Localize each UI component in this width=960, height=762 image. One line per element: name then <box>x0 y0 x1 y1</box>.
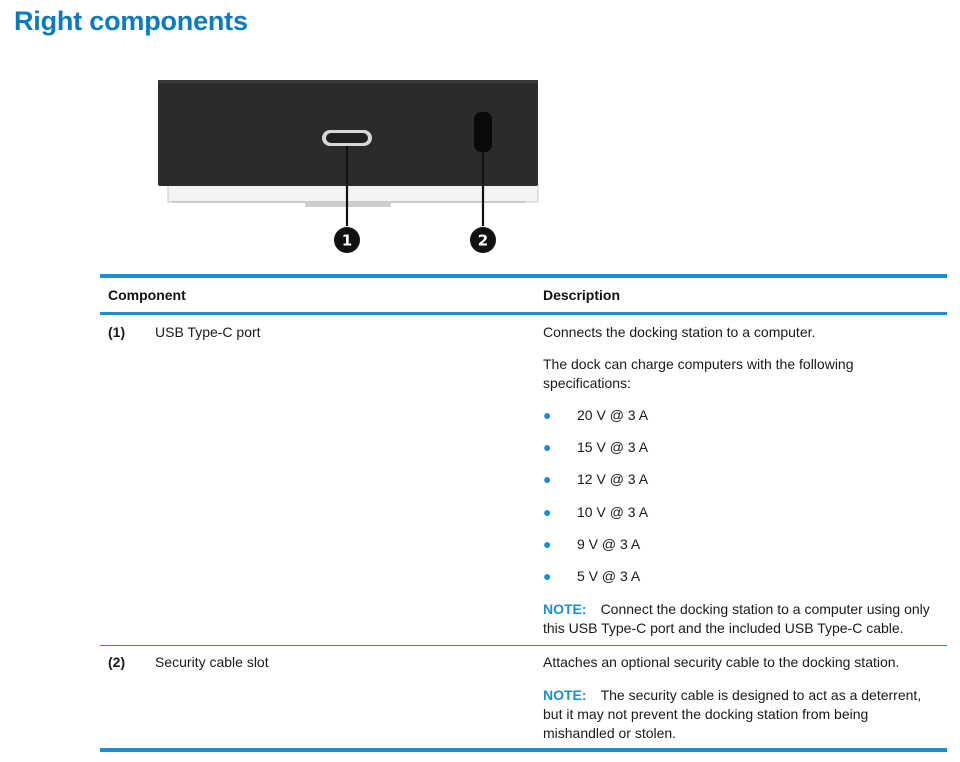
spec-text: 15 V @ 3 A <box>577 439 649 455</box>
usb-type-c-port-icon <box>322 130 372 146</box>
spec-text: 9 V @ 3 A <box>577 536 641 552</box>
description-text: Connects the docking station to a comput… <box>543 324 816 340</box>
header-description: Description <box>543 287 621 303</box>
table-header-rule <box>100 312 947 315</box>
note-text: The security cable is designed to act as… <box>543 687 922 741</box>
page-title: Right components <box>14 6 248 36</box>
dock-right-side-illustration: 1 2 <box>150 74 550 264</box>
bullet-icon: ● <box>543 407 552 423</box>
row-number: (2) <box>108 654 126 670</box>
component-name: Security cable slot <box>155 654 269 670</box>
note-block: NOTE:Connect the docking station to a co… <box>543 600 938 638</box>
bullet-icon: ● <box>543 536 552 552</box>
table-top-rule <box>100 274 947 278</box>
bullet-icon: ● <box>543 504 552 520</box>
row-number: (1) <box>108 324 126 340</box>
callout-1: 1 <box>334 227 360 253</box>
note-block: NOTE:The security cable is designed to a… <box>543 686 938 743</box>
spec-text: 20 V @ 3 A <box>577 407 649 423</box>
spec-text: 12 V @ 3 A <box>577 471 649 487</box>
spec-text: 10 V @ 3 A <box>577 504 649 520</box>
description-text-2: The dock can charge computers with the f… <box>543 356 854 391</box>
bullet-icon: ● <box>543 471 552 487</box>
callout-1-label: 1 <box>342 232 352 250</box>
callout-2-label: 2 <box>478 232 488 250</box>
bullet-icon: ● <box>543 568 552 584</box>
security-cable-slot-icon <box>474 112 492 152</box>
row-divider <box>100 645 947 646</box>
component-name: USB Type-C port <box>155 324 261 340</box>
table-bottom-rule <box>100 748 947 752</box>
callout-2: 2 <box>470 227 496 253</box>
header-component: Component <box>108 287 186 303</box>
note-label: NOTE: <box>543 601 587 617</box>
note-text: Connect the docking station to a compute… <box>543 601 930 636</box>
spec-text: 5 V @ 3 A <box>577 568 641 584</box>
bullet-icon: ● <box>543 439 552 455</box>
note-label: NOTE: <box>543 687 587 703</box>
description-text: Attaches an optional security cable to t… <box>543 654 900 670</box>
